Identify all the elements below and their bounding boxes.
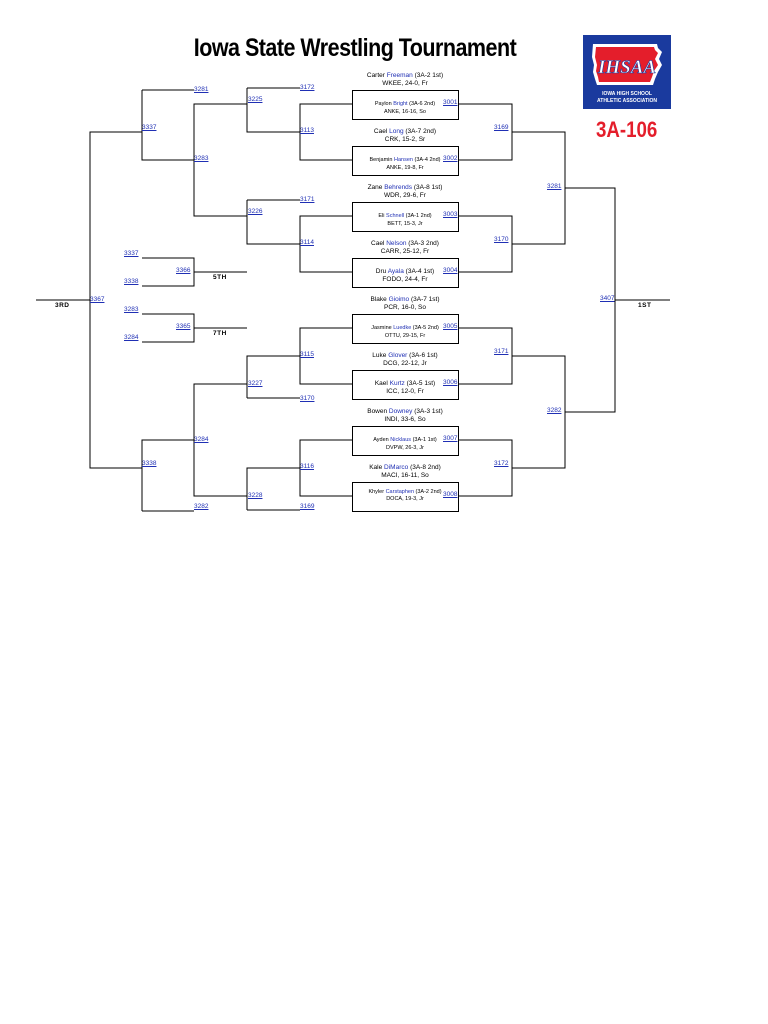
bout-number[interactable]: 3226 bbox=[248, 208, 263, 215]
bout-number[interactable]: 3367 bbox=[90, 296, 105, 303]
wrestler-entry: Cael Long (3A-7 2nd) CRK, 15-2, Sr bbox=[373, 128, 437, 143]
bout-number[interactable]: 3170 bbox=[300, 395, 315, 402]
bout-number[interactable]: 3001 bbox=[443, 99, 458, 106]
bout-number[interactable]: 3006 bbox=[443, 379, 458, 386]
bout-number[interactable]: 3365 bbox=[176, 323, 191, 330]
bout-number[interactable]: 3116 bbox=[300, 463, 314, 470]
bout-number[interactable]: 3225 bbox=[248, 96, 263, 103]
logo-subtitle-2: ATHLETIC ASSOCIATION bbox=[597, 98, 657, 104]
bout-number[interactable]: 3171 bbox=[300, 196, 315, 203]
bout-number[interactable]: 3284 bbox=[124, 334, 139, 341]
bout-number[interactable]: 3113 bbox=[300, 127, 314, 134]
wrestler-box bbox=[352, 426, 459, 456]
wrestler-entry: Paylon Bright (3A-6 2nd) ANKE, 16-16, So bbox=[374, 101, 436, 115]
bout-number[interactable]: 3337 bbox=[124, 250, 139, 257]
bout-number[interactable]: 3169 bbox=[300, 503, 315, 510]
place-label-3rd: 3RD bbox=[55, 302, 70, 309]
bout-number[interactable]: 3003 bbox=[443, 211, 458, 218]
place-label-5th: 5TH bbox=[213, 274, 227, 281]
bout-number[interactable]: 3170 bbox=[494, 236, 509, 243]
page-title: Iowa State Wrestling Tournament bbox=[193, 34, 517, 62]
bout-number[interactable]: 3008 bbox=[443, 491, 458, 498]
wrestler-entry: Khyler Carstaphen (3A-2 2nd) DOCA, 19-3,… bbox=[368, 489, 442, 502]
bout-number[interactable]: 3114 bbox=[300, 239, 314, 246]
bout-number[interactable]: 3281 bbox=[547, 183, 562, 190]
wrestler-entry: Blake Gioimo (3A-7 1st) PCR, 16-0, So bbox=[370, 296, 440, 311]
wrestler-entry: Jasmine Luedke (3A-5 2nd) OTTU, 29-15, F… bbox=[371, 325, 439, 339]
wrestler-box bbox=[352, 90, 459, 120]
bout-number[interactable]: 3004 bbox=[443, 267, 458, 274]
wrestler-entry: Carter Freeman (3A-2 1st) WKEE, 24-0, Fr bbox=[366, 72, 444, 87]
wrestler-entry: Dru Ayala (3A-4 1st) FODO, 24-4, Fr bbox=[375, 268, 435, 283]
wrestler-entry: Kael Kurtz (3A-5 1st) ICC, 12-0, Fr bbox=[374, 380, 436, 395]
bout-number[interactable]: 3284 bbox=[194, 436, 209, 443]
wrestler-entry: Luke Glover (3A-6 1st) DCG, 22-12, Jr bbox=[372, 352, 438, 367]
wrestler-box bbox=[352, 370, 459, 400]
bout-number[interactable]: 3338 bbox=[124, 278, 139, 285]
bout-number[interactable]: 3002 bbox=[443, 155, 458, 162]
bout-number[interactable]: 3227 bbox=[248, 380, 263, 387]
bout-number[interactable]: 3281 bbox=[194, 86, 209, 93]
place-label-7th: 7TH bbox=[213, 330, 227, 337]
wrestler-box bbox=[352, 314, 459, 344]
bout-number[interactable]: 3283 bbox=[194, 155, 209, 162]
bout-number[interactable]: 3282 bbox=[547, 407, 562, 414]
wrestler-entry: Eli Schnell (3A-1 2nd) BETT, 15-3, Jr bbox=[378, 213, 432, 227]
bout-number[interactable]: 3228 bbox=[248, 492, 263, 499]
wrestler-entry: Cael Nelson (3A-3 2nd) CARR, 25-12, Fr bbox=[371, 240, 439, 255]
logo-subtitle-1: IOWA HIGH SCHOOL bbox=[602, 91, 652, 97]
bout-number[interactable]: 3337 bbox=[142, 124, 157, 131]
wrestler-entry: Benjamin Hansen (3A-4 2nd) ANKE, 19-8, F… bbox=[369, 157, 441, 171]
bout-number[interactable]: 3366 bbox=[176, 267, 191, 274]
wrestler-box bbox=[352, 482, 459, 512]
bout-number[interactable]: 3282 bbox=[194, 503, 209, 510]
place-label-1st: 1ST bbox=[638, 302, 652, 309]
wrestler-box bbox=[352, 258, 459, 288]
wrestler-box bbox=[352, 146, 459, 176]
logo-text: IHSAA bbox=[597, 57, 656, 78]
bout-number[interactable]: 3283 bbox=[124, 306, 139, 313]
wrestler-entry: Bowen Downey (3A-3 1st) INDI, 33-6, So bbox=[367, 408, 443, 423]
bout-number[interactable]: 3007 bbox=[443, 435, 458, 442]
weight-class: 3A-106 bbox=[596, 117, 658, 142]
wrestler-entry: Zane Behrends (3A-8 1st) WDR, 29-6, Fr bbox=[367, 184, 443, 199]
wrestler-entry: Ayden Nicklaus (3A-1 1st) DVPW, 26-3, Jr bbox=[373, 437, 437, 451]
wrestler-entry: Kale DiMarco (3A-8 2nd) MACI, 16-11, So bbox=[369, 464, 441, 479]
bout-number[interactable]: 3171 bbox=[494, 348, 509, 355]
bout-number[interactable]: 3005 bbox=[443, 323, 458, 330]
bout-number[interactable]: 3407 bbox=[600, 295, 615, 302]
bout-number[interactable]: 3172 bbox=[300, 84, 315, 91]
bout-number[interactable]: 3169 bbox=[494, 124, 509, 131]
wrestler-box bbox=[352, 202, 459, 232]
bout-number[interactable]: 3115 bbox=[300, 351, 314, 358]
bout-number[interactable]: 3338 bbox=[142, 460, 157, 467]
ihsaa-logo: IHSAA IOWA HIGH SCHOOL ATHLETIC ASSOCIAT… bbox=[583, 35, 671, 109]
bout-number[interactable]: 3172 bbox=[494, 460, 509, 467]
